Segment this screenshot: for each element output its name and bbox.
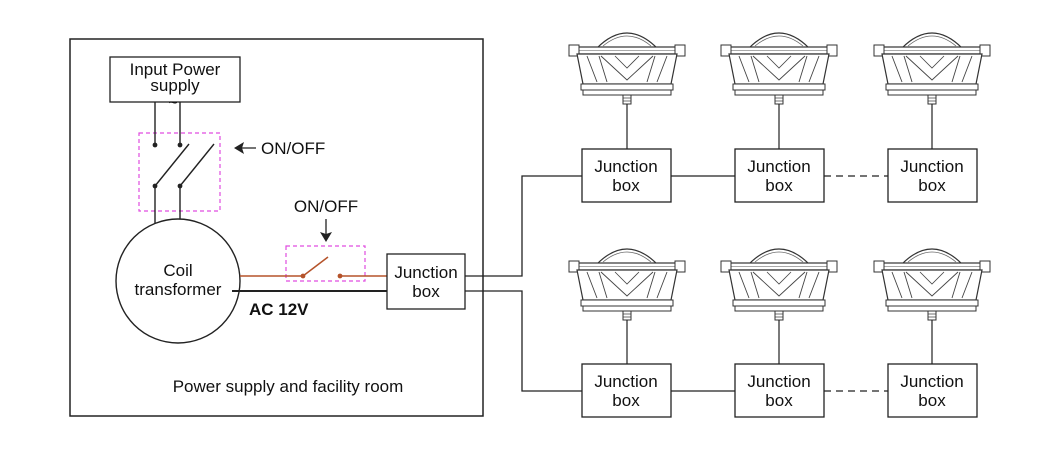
input-power-box [109, 56, 241, 103]
transformer-line1: Coil [163, 261, 192, 280]
junction-box [734, 363, 825, 418]
junction-line1: Junction [594, 157, 657, 176]
coil-transformer [115, 218, 241, 344]
junction-line2: box [612, 391, 640, 410]
junction-line1: Junction [594, 372, 657, 391]
pool-light-icon [720, 248, 838, 321]
room-caption: Power supply and facility room [173, 377, 404, 396]
facility-room-box [69, 38, 484, 417]
junction-box [887, 363, 978, 418]
junction-line1: Junction [900, 157, 963, 176]
junction-line1: Junction [900, 372, 963, 391]
pool-light-icon [873, 32, 991, 105]
switch-label-1: ON/OFF [261, 139, 325, 158]
room-junction-line2: box [412, 282, 440, 301]
junction-line1: Junction [747, 372, 810, 391]
input-power-line1: Input Power [130, 60, 221, 79]
pool-light-icon [568, 32, 686, 105]
arrow-down-icon [320, 219, 332, 242]
junction-line2: box [918, 176, 946, 195]
pool-light-icon [720, 32, 838, 105]
junction-line2: box [918, 391, 946, 410]
input-power-line2: supply [150, 76, 200, 95]
junction-line2: box [612, 176, 640, 195]
secondary-switch-box [285, 245, 366, 282]
arrow-left-icon [234, 142, 256, 154]
junction-line2: box [765, 391, 793, 410]
transformer-line2: transformer [135, 280, 222, 299]
junction-box [734, 148, 825, 203]
voltage-label: AC 12V [249, 300, 309, 319]
switch-label-2: ON/OFF [294, 197, 358, 216]
junction-box [887, 148, 978, 203]
junction-box [581, 363, 672, 418]
room-junction-box [386, 253, 466, 310]
pool-light-icon [873, 248, 991, 321]
pool-light-icon [568, 248, 686, 321]
room-junction-line1: Junction [394, 263, 457, 282]
junction-line1: Junction [747, 157, 810, 176]
junction-line2: box [765, 176, 793, 195]
ac-symbol: ~ [168, 95, 177, 112]
